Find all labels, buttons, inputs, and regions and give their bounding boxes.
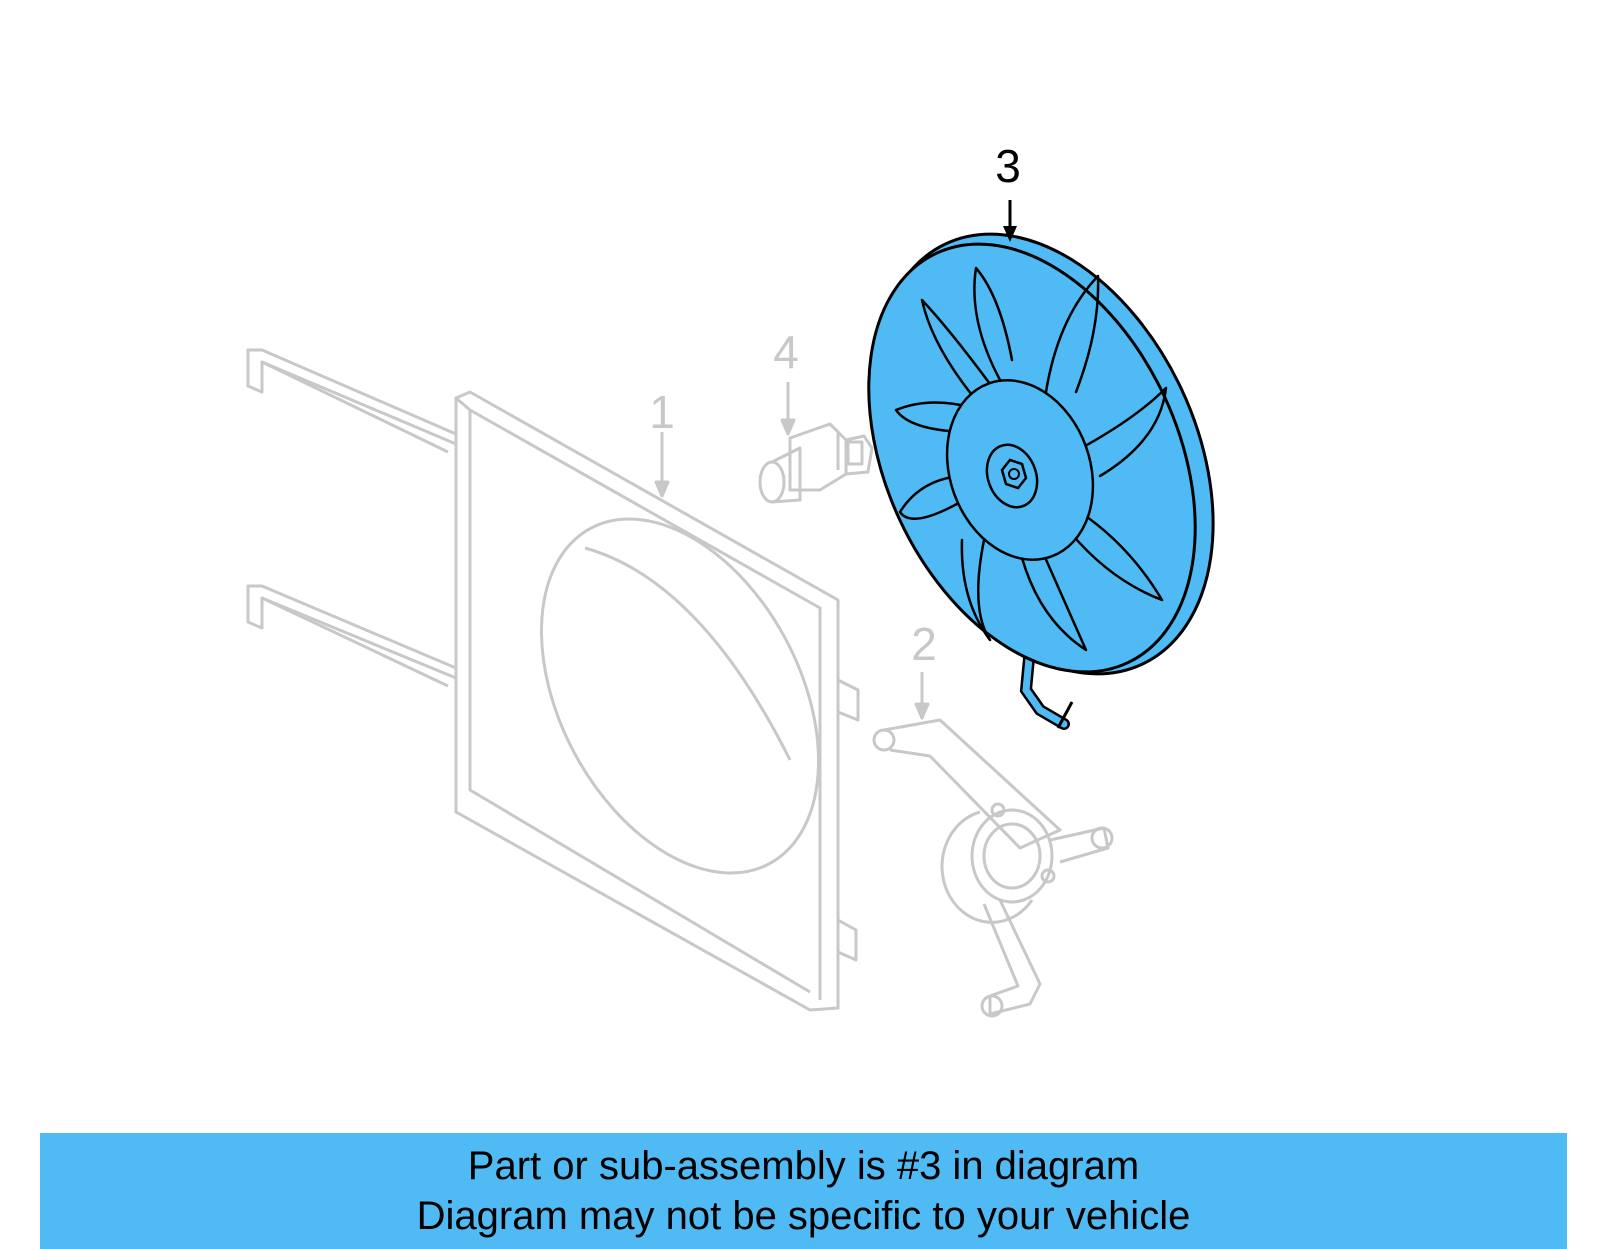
cooling-fan-assembly <box>867 200 1215 730</box>
callout-3: 3 <box>995 140 1021 192</box>
callout-1: 1 <box>649 386 675 438</box>
footer-banner: Part or sub-assembly is #3 in diagram Di… <box>40 1133 1567 1249</box>
footer-line-part-number: Part or sub-assembly is #3 in diagram <box>467 1144 1140 1188</box>
footer-line-disclaimer: Diagram may not be specific to your vehi… <box>416 1194 1191 1238</box>
callout-4: 4 <box>773 326 799 378</box>
fan-switch <box>758 382 874 504</box>
callout-2: 2 <box>911 618 937 670</box>
fan-bracket <box>872 672 1114 1018</box>
fan-shroud <box>246 348 860 1012</box>
